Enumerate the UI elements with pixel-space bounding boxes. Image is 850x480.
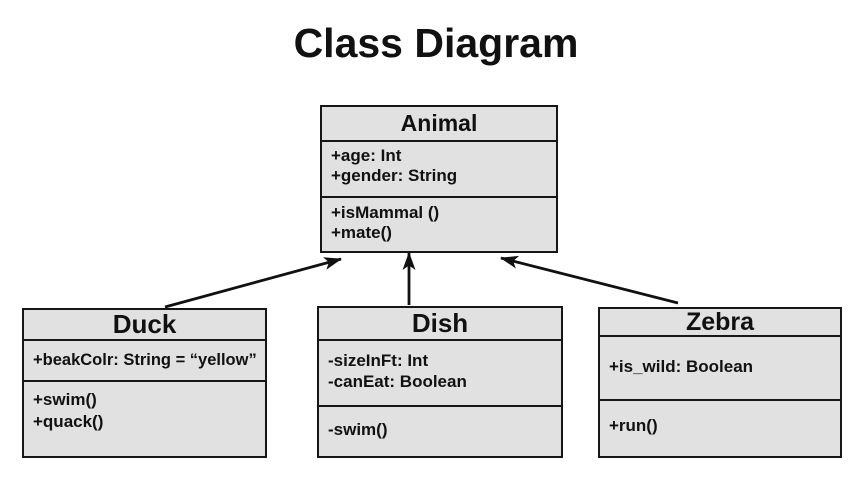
attribute-line: +beakColr: String = “yellow” (33, 351, 257, 369)
class-methods: +isMammal () +mate() (322, 198, 556, 243)
method-line: +isMammal () (331, 203, 440, 222)
class-name: Duck (24, 310, 265, 341)
attribute-line: +age: Int (331, 146, 402, 165)
class-attributes: +is_wild: Boolean (600, 337, 840, 401)
method-line: +mate() (331, 223, 392, 242)
class-box-duck: Duck +beakColr: String = “yellow” +swim(… (22, 308, 267, 458)
method-line: +quack() (33, 412, 104, 431)
method-line: +run() (609, 416, 658, 435)
class-attributes: +age: Int +gender: String (322, 142, 556, 198)
class-methods: +run() (600, 401, 840, 436)
page-title: Class Diagram (293, 20, 579, 66)
class-box-dish: Dish -sizeInFt: Int -canEat: Boolean -sw… (317, 306, 563, 458)
class-box-animal: Animal +age: Int +gender: String +isMamm… (320, 105, 558, 253)
attribute-line: -canEat: Boolean (328, 372, 467, 391)
class-attributes: +beakColr: String = “yellow” (24, 341, 265, 382)
class-name: Zebra (600, 309, 840, 337)
class-box-zebra: Zebra +is_wild: Boolean +run() (598, 307, 842, 458)
class-name: Animal (322, 107, 556, 142)
method-line: +swim() (33, 390, 97, 409)
class-methods: +swim() +quack() (24, 382, 265, 433)
class-methods: -swim() (319, 407, 561, 440)
method-line: -swim() (328, 420, 388, 439)
inheritance-arrow-zebra-to-animal (500, 255, 679, 305)
class-name: Dish (319, 308, 561, 341)
class-attributes: -sizeInFt: Int -canEat: Boolean (319, 341, 561, 407)
attribute-line: +is_wild: Boolean (609, 357, 754, 376)
inheritance-arrow-duck-to-animal (164, 257, 342, 309)
attribute-line: +gender: String (331, 166, 458, 185)
attribute-line: -sizeInFt: Int (328, 351, 429, 370)
